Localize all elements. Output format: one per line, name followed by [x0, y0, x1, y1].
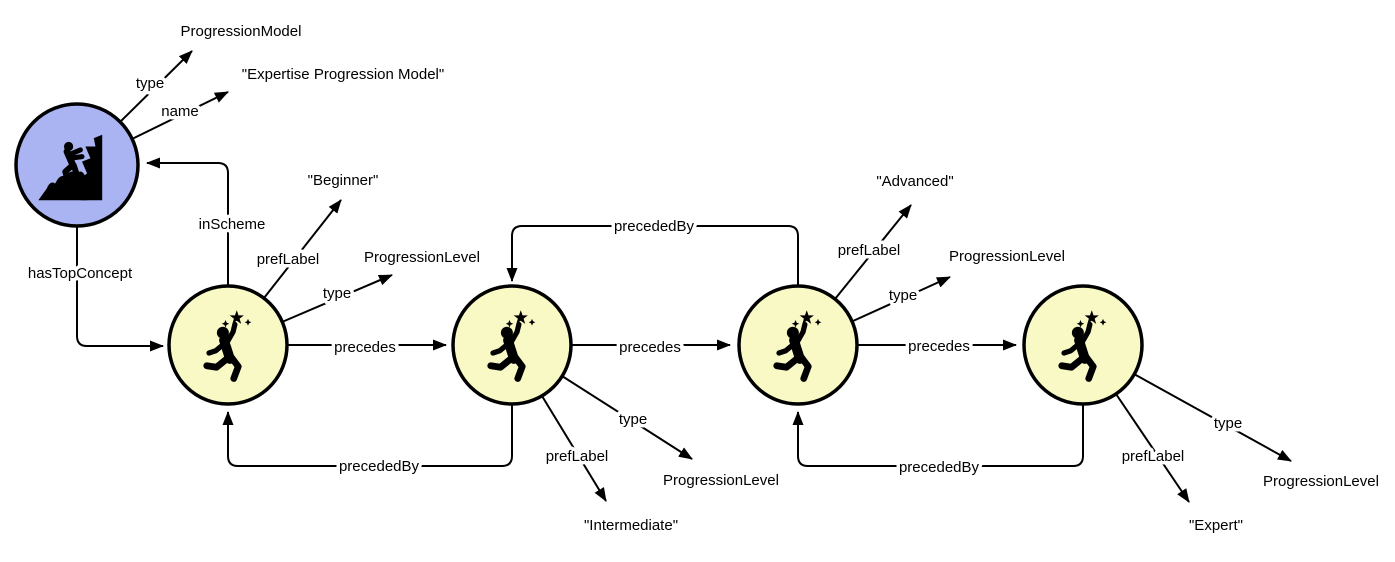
edge-label-scheme-type: type — [136, 75, 164, 92]
label-progression-level-4: ProgressionLevel — [1263, 473, 1379, 490]
edge-pref-label-2 — [541, 395, 607, 502]
edge-type-3 — [852, 276, 951, 322]
label-progression-level-1: ProgressionLevel — [364, 249, 480, 266]
edge-label-type-3: type — [889, 287, 917, 304]
edge-pref-label-4 — [1115, 393, 1190, 503]
edge-label-pref-label-4: prefLabel — [1122, 448, 1185, 465]
edge-preceded-by-1 — [222, 404, 513, 467]
label-intermediate: "Intermediate" — [584, 517, 678, 534]
edge-has-top-concept — [76, 227, 164, 352]
edge-label-preceded-by-3: precededBy — [899, 459, 980, 476]
node-level-intermediate — [451, 284, 573, 406]
edge-label-precedes-2: precedes — [619, 339, 681, 356]
edge-label-precedes-3: precedes — [908, 338, 970, 355]
edge-type-1 — [281, 274, 393, 323]
edge-in-scheme — [146, 157, 229, 286]
edge-type-2 — [561, 375, 693, 460]
label-advanced: "Advanced" — [876, 173, 953, 190]
node-level-beginner — [167, 284, 289, 406]
edge-label-has-top-concept: hasTopConcept — [28, 265, 133, 282]
label-expertise-progression-model: "Expertise Progression Model" — [242, 66, 444, 83]
edge-label-pref-label-1: prefLabel — [257, 251, 320, 268]
edge-pref-label-3 — [834, 204, 912, 300]
edge-label-preceded-by-2: precededBy — [614, 218, 695, 235]
label-progression-level-2: ProgressionLevel — [663, 472, 779, 489]
node-level-expert — [1022, 284, 1144, 406]
edge-label-type-1: type — [323, 285, 351, 302]
edge-label-type-4: type — [1214, 415, 1242, 432]
edge-scheme-type — [119, 50, 193, 123]
node-progression-model-scheme — [14, 102, 140, 228]
edge-label-type-2: type — [619, 411, 647, 428]
edge-label-pref-label-2: prefLabel — [546, 448, 609, 465]
label-expert: "Expert" — [1189, 517, 1243, 534]
edge-label-preceded-by-1: precededBy — [339, 458, 420, 475]
label-beginner: "Beginner" — [308, 172, 379, 189]
edge-preceded-by-2 — [506, 225, 799, 286]
label-progression-model: ProgressionModel — [181, 23, 302, 40]
scheme-node-circle — [14, 102, 140, 228]
edge-label-in-scheme: inScheme — [199, 216, 266, 233]
node-level-advanced — [737, 284, 859, 406]
edge-scheme-name — [131, 91, 229, 140]
edge-type-4 — [1133, 373, 1292, 462]
edge-pref-label-1 — [263, 199, 342, 299]
label-progression-level-3: ProgressionLevel — [949, 248, 1065, 265]
edge-label-precedes-1: precedes — [334, 339, 396, 356]
edge-preceded-by-3 — [792, 404, 1084, 467]
edge-label-pref-label-3: prefLabel — [838, 242, 901, 259]
edge-label-scheme-name: name — [161, 103, 199, 120]
